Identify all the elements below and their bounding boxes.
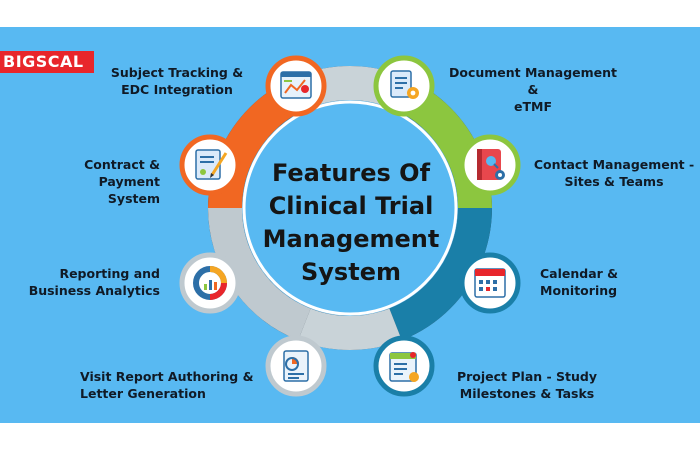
diagram-title: Features Of Clinical Trial Management Sy… — [244, 157, 458, 289]
label-contact-management: Contact Management - Sites & Teams — [532, 156, 696, 190]
label-project-plan: Project Plan - Study Milestones & Tasks — [447, 368, 607, 402]
ring-arc-blue — [388, 207, 492, 341]
title-line-4: System — [301, 258, 401, 286]
calendar-icon — [474, 268, 506, 298]
address-book-icon — [477, 149, 505, 180]
label-line: Document Management & — [448, 65, 617, 97]
contract-pen-icon — [195, 149, 228, 180]
label-calendar-monitoring: Calendar & Monitoring — [540, 265, 660, 299]
label-line: Reporting and — [59, 266, 160, 281]
brand-logo: BIGSCAL — [0, 51, 94, 73]
label-line: Subject Tracking & — [110, 65, 244, 80]
node-subject-tracking — [265, 55, 327, 117]
label-line: Project Plan - Study — [456, 369, 598, 384]
title-line-1: Features Of — [271, 159, 431, 187]
node-calendar-monitoring — [459, 252, 521, 314]
project-plan-icon — [389, 352, 419, 382]
label-line: Letter Generation — [80, 386, 206, 401]
donut-chart-icon — [193, 266, 227, 300]
label-line: Sites & Teams — [564, 174, 664, 189]
label-line: System — [107, 191, 160, 206]
ring-arc-bottom — [298, 308, 402, 350]
label-line: Calendar & — [540, 266, 619, 281]
label-line: Monitoring — [540, 283, 618, 298]
diagram-canvas: Features Of Clinical Trial Management Sy… — [0, 27, 700, 423]
label-visit-report: Visit Report Authoring & Letter Generati… — [80, 368, 255, 402]
label-document-management: Document Management & eTMF — [448, 64, 618, 115]
label-reporting-analytics: Reporting and Business Analytics — [20, 265, 160, 299]
label-line: EDC Integration — [121, 82, 233, 97]
label-line: Contract & Payment — [84, 157, 160, 189]
title-line-3: Management — [262, 225, 440, 253]
node-contact-management — [459, 134, 521, 196]
label-line: Business Analytics — [28, 283, 160, 298]
label-line: eTMF — [514, 99, 552, 114]
label-subject-tracking: Subject Tracking & EDC Integration — [107, 64, 247, 98]
center-disc — [244, 102, 456, 314]
document-gear-icon — [390, 70, 419, 99]
label-line: Milestones & Tasks — [459, 386, 595, 401]
label-line: Contact Management - — [533, 157, 695, 172]
title-line-2: Clinical Trial — [268, 192, 434, 220]
report-page-icon — [283, 350, 309, 382]
tracking-chart-location-icon — [280, 71, 312, 99]
node-visit-report — [265, 335, 327, 397]
node-document-management — [373, 55, 435, 117]
ring-arc-gray — [208, 207, 312, 341]
node-project-plan — [373, 335, 435, 397]
node-contract-payment — [179, 134, 241, 196]
node-reporting-analytics — [179, 252, 241, 314]
label-contract-payment: Contract & Payment System — [20, 156, 160, 207]
feature-ring — [179, 55, 521, 397]
center-disc-outline — [242, 100, 458, 316]
label-line: Visit Report Authoring & — [80, 369, 254, 384]
